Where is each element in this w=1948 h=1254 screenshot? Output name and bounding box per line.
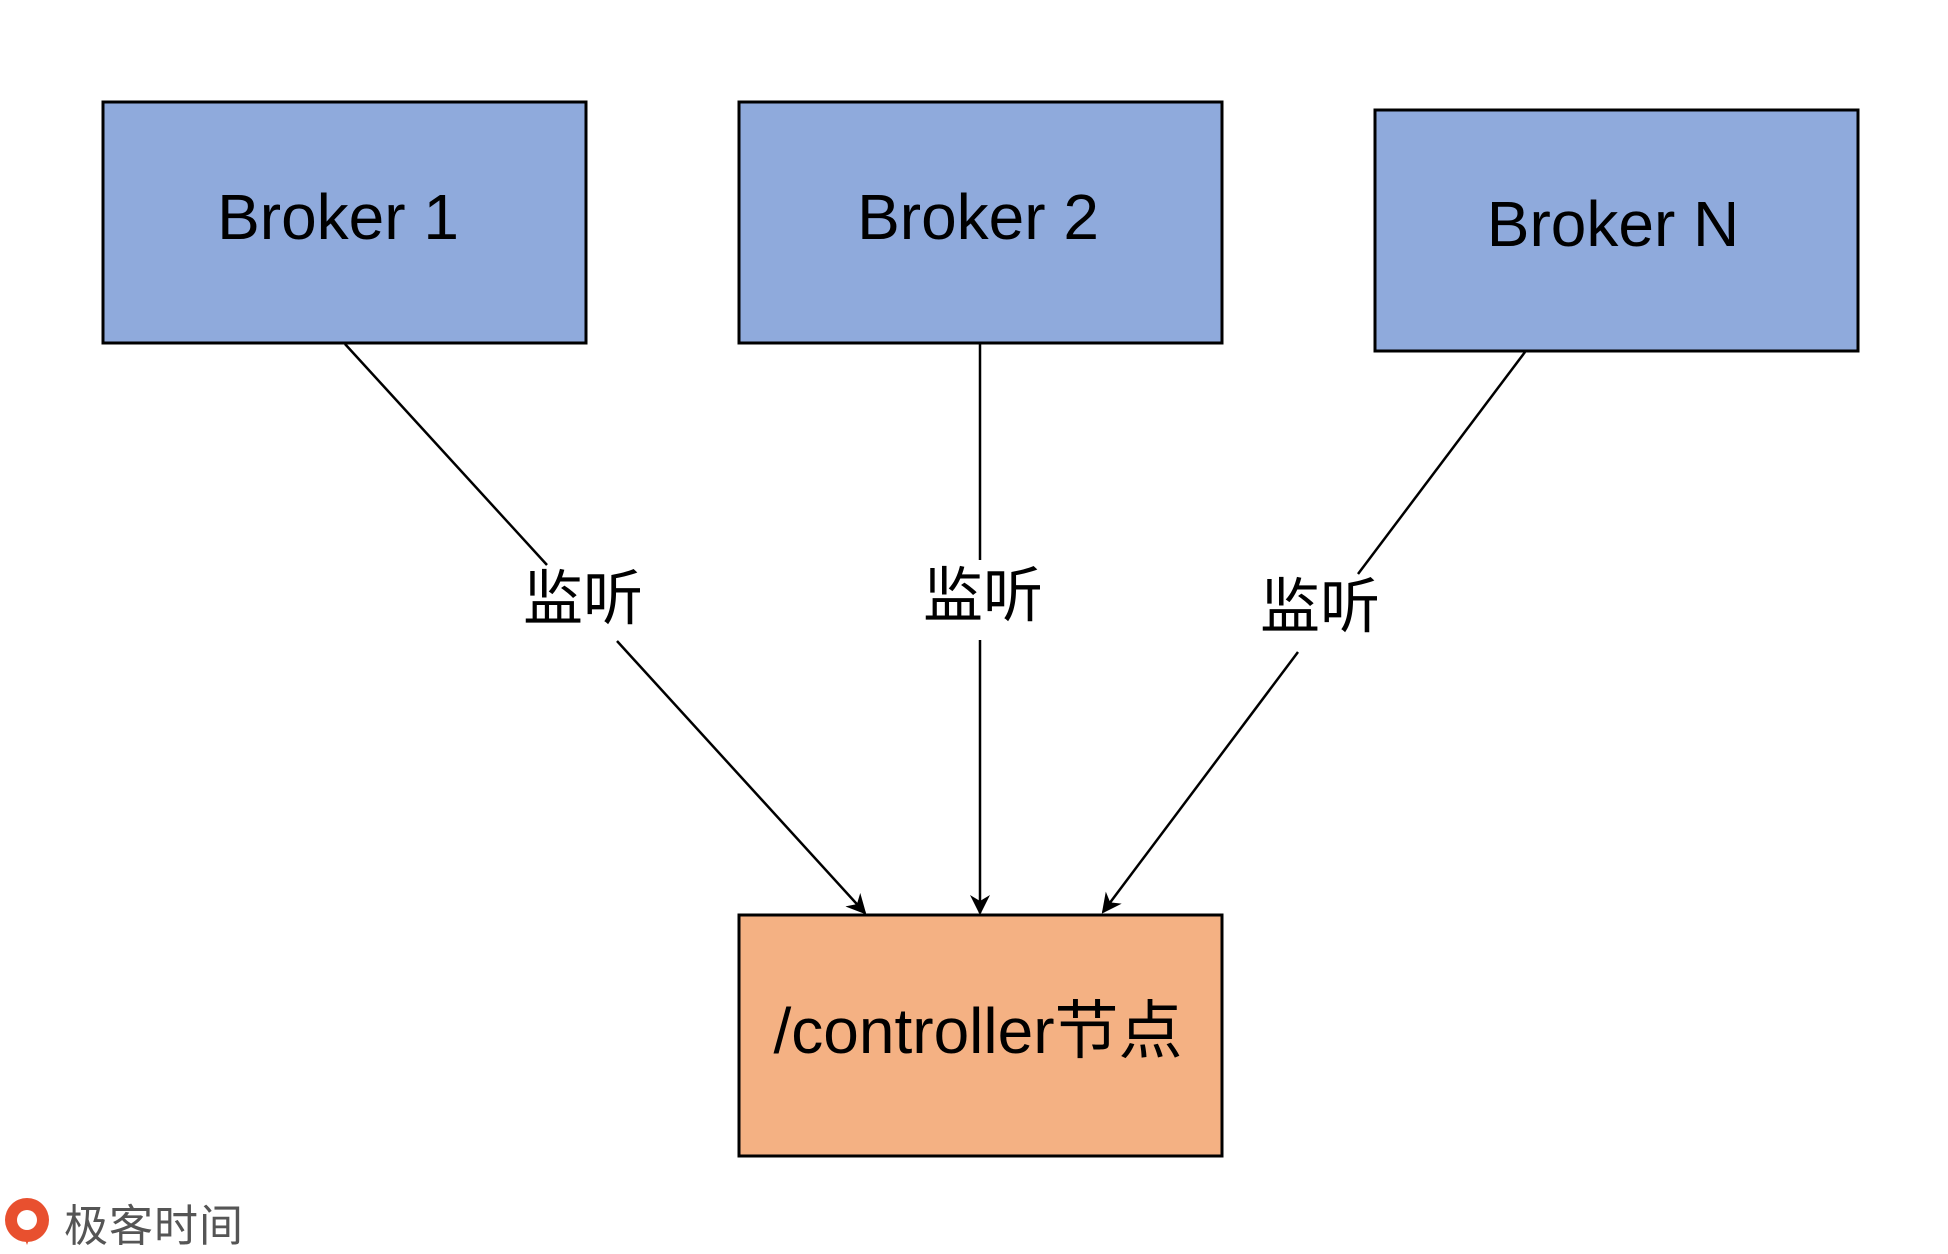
node-label-controller: /controller节点 — [774, 995, 1183, 1067]
edge-label-listen-1: 监听 — [523, 565, 643, 635]
node-broker-n: Broker N — [1373, 108, 1860, 353]
node-label-broker-1: Broker 1 — [217, 181, 459, 253]
watermark: 极客时间 — [0, 1192, 244, 1252]
node-label-broker-2: Broker 2 — [857, 181, 1099, 253]
edge-label-listen-3: 监听 — [1260, 573, 1380, 643]
node-broker-1: Broker 1 — [101, 100, 588, 345]
node-label-broker-n: Broker N — [1487, 188, 1740, 260]
edge-broker-2-to-controller: 监听 — [923, 344, 1043, 915]
edge-label-listen-2: 监听 — [923, 562, 1043, 632]
watermark-text: 极客时间 — [64, 1201, 244, 1252]
edge-broker-1-to-controller: 监听 — [344, 343, 867, 915]
node-broker-2: Broker 2 — [737, 100, 1224, 345]
node-controller: /controller节点 — [737, 913, 1224, 1158]
geektime-logo-icon — [5, 1198, 49, 1245]
edge-broker-n-to-controller: 监听 — [1101, 351, 1526, 914]
